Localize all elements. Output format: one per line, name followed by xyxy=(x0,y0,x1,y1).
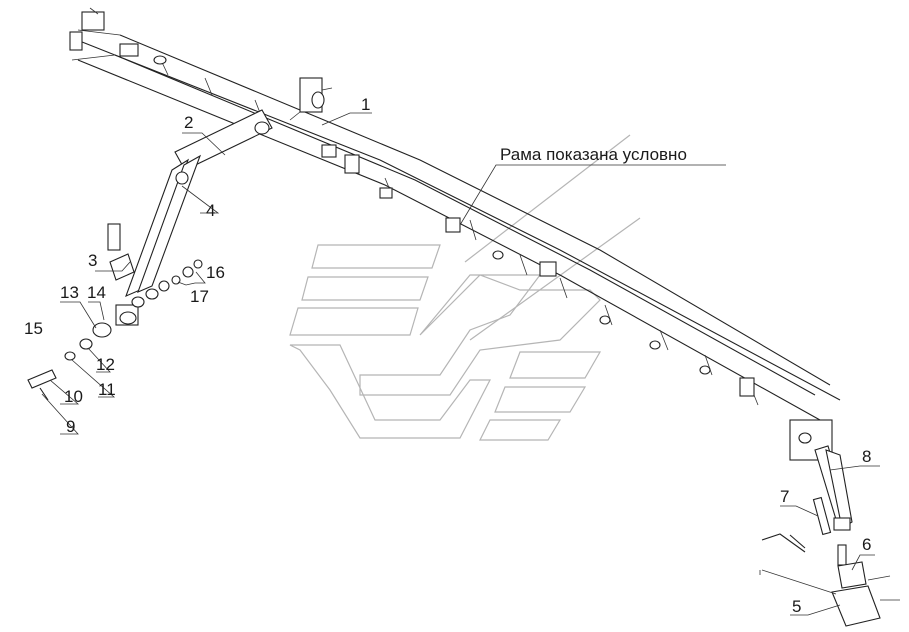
callout-8: 8 xyxy=(862,447,871,466)
callout-10: 10 xyxy=(64,387,83,406)
frame-beam xyxy=(69,7,841,421)
callout-4: 4 xyxy=(206,201,215,220)
callout-15: 15 xyxy=(24,319,43,338)
frame-note-caption: Рама показана условно xyxy=(500,145,687,164)
callout-7: 7 xyxy=(780,487,789,506)
callout-9: 9 xyxy=(66,417,75,436)
callout-12: 12 xyxy=(96,355,115,374)
watermark-logo xyxy=(289,134,641,441)
leader-lines xyxy=(41,112,880,616)
callout-5: 5 xyxy=(792,597,801,616)
upper-mount-bracket xyxy=(289,77,333,121)
callout-6: 6 xyxy=(862,535,871,554)
right-lever xyxy=(789,419,853,536)
callout-11: 11 xyxy=(98,380,116,399)
washer-stack xyxy=(131,259,203,308)
callout-14: 14 xyxy=(87,283,106,302)
callout-16: 16 xyxy=(206,263,225,282)
callout-1: 1 xyxy=(361,95,370,114)
callout-13: 13 xyxy=(60,283,79,302)
callout-17: 17 xyxy=(190,287,209,306)
bottom-bracket xyxy=(759,533,900,627)
callout-2: 2 xyxy=(184,113,193,132)
bolt-assembly xyxy=(27,322,112,401)
callout-3: 3 xyxy=(88,251,97,270)
left-lever-arm xyxy=(107,109,273,326)
